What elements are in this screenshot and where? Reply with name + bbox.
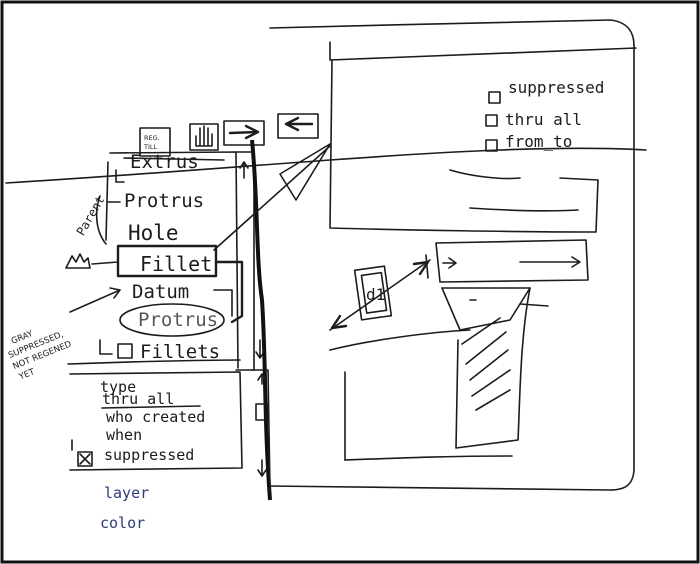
regen-till-label: REG. xyxy=(144,134,160,142)
checkbox-thru-all[interactable] xyxy=(485,114,498,127)
parent-bracket xyxy=(95,195,107,245)
props-scroll-thumb[interactable] xyxy=(255,403,269,421)
field-arrow-right xyxy=(519,256,581,268)
dialog-scribble-line-2 xyxy=(469,207,579,212)
tree-item-protrus-2[interactable]: Protrus xyxy=(138,309,218,331)
properties-panel xyxy=(69,371,243,471)
prop-thru-all[interactable]: thru_all xyxy=(102,390,174,408)
fillet-parent-bracket xyxy=(214,260,244,324)
forward-button[interactable] xyxy=(223,120,265,146)
dimension-line xyxy=(329,259,431,331)
dialog-scribble-line xyxy=(449,169,521,180)
tree-item-datum[interactable]: Datum xyxy=(132,281,189,303)
tree-item-protrus[interactable]: Protrus xyxy=(124,190,204,212)
fillets-checkbox[interactable] xyxy=(117,343,133,359)
prop-who-created: who created xyxy=(106,408,205,426)
margin-annotation: GRAY SUPPRESSED, NOT REGENED YET xyxy=(7,329,74,383)
dimension-label-d1: d1 xyxy=(366,285,385,304)
prop-type: type xyxy=(100,378,136,396)
dimension-arrow-right xyxy=(412,260,430,276)
fillet-to-model-triangle xyxy=(279,143,331,201)
scrollbar-thick-track xyxy=(250,139,272,501)
pointer-arrow-line xyxy=(91,261,119,265)
field-arrow-left xyxy=(442,257,457,269)
annotation-arrow xyxy=(69,287,121,313)
fillet-to-model-line xyxy=(213,145,331,251)
model-body-outline xyxy=(441,287,531,331)
suppressed-checkbox-checked[interactable] xyxy=(77,451,93,467)
field-divider-stroke xyxy=(425,254,429,279)
parent-side-label: Parent xyxy=(74,193,108,238)
model-base-curve xyxy=(329,329,471,351)
option-from-to-label: from_to xyxy=(505,132,572,151)
hand-pointer-icon xyxy=(65,253,91,269)
dimension-tag-box[interactable] xyxy=(353,265,393,321)
fillets-connector xyxy=(99,339,113,355)
prop-layer: layer xyxy=(104,484,149,502)
regen-till-label-2: TILL xyxy=(143,143,158,151)
extrus-strike xyxy=(123,157,225,161)
panel-bottom-divider xyxy=(67,359,241,365)
model-dash xyxy=(469,299,549,307)
back-button[interactable] xyxy=(277,113,319,139)
tree-item-protrus-suppressed-ring xyxy=(119,303,225,337)
props-scroll-up[interactable] xyxy=(257,373,267,385)
tree-item-hole[interactable]: Hole xyxy=(128,221,179,245)
option-thru-all-label: thru all xyxy=(505,110,582,129)
thru-all-underline xyxy=(101,405,201,409)
model-hatching xyxy=(461,317,511,411)
arrow-left-icon xyxy=(284,116,314,132)
prop-when: when xyxy=(106,426,142,444)
dimension-arrow-left xyxy=(330,314,348,330)
tree-scrollbar[interactable] xyxy=(235,151,255,371)
hand-tool-button[interactable] xyxy=(189,123,219,151)
horizontal-guide-stroke xyxy=(5,147,647,184)
checkbox-suppressed[interactable] xyxy=(488,91,501,104)
tree-item-fillets[interactable]: Fillets xyxy=(140,341,220,363)
hand-icon xyxy=(195,125,213,147)
dimension-entry-field[interactable] xyxy=(435,239,589,283)
properties-scrollbar[interactable] xyxy=(251,369,271,491)
tree-connector-1 xyxy=(115,169,125,183)
check-x-mark xyxy=(79,453,91,465)
options-dialog xyxy=(329,59,599,233)
prop-suppressed: suppressed xyxy=(104,446,194,464)
regen-till-button[interactable] xyxy=(139,127,171,157)
graphics-window-top-bar xyxy=(329,41,637,61)
tree-item-fillet[interactable]: Fillet xyxy=(140,252,212,276)
graphics-window-outline xyxy=(267,19,635,491)
arrow-right-icon xyxy=(228,124,260,140)
props-scroll-down[interactable] xyxy=(257,459,267,477)
model-floor-line xyxy=(344,455,513,461)
scroll-up-arrow[interactable] xyxy=(239,161,249,179)
checkbox-from-to[interactable] xyxy=(485,139,498,152)
tree-item-extrus[interactable]: Extrus xyxy=(130,151,199,173)
datum-bracket xyxy=(213,289,233,317)
model-side-face xyxy=(455,287,531,449)
option-suppressed-label: suppressed xyxy=(508,78,604,97)
prop-color: color xyxy=(100,514,145,532)
